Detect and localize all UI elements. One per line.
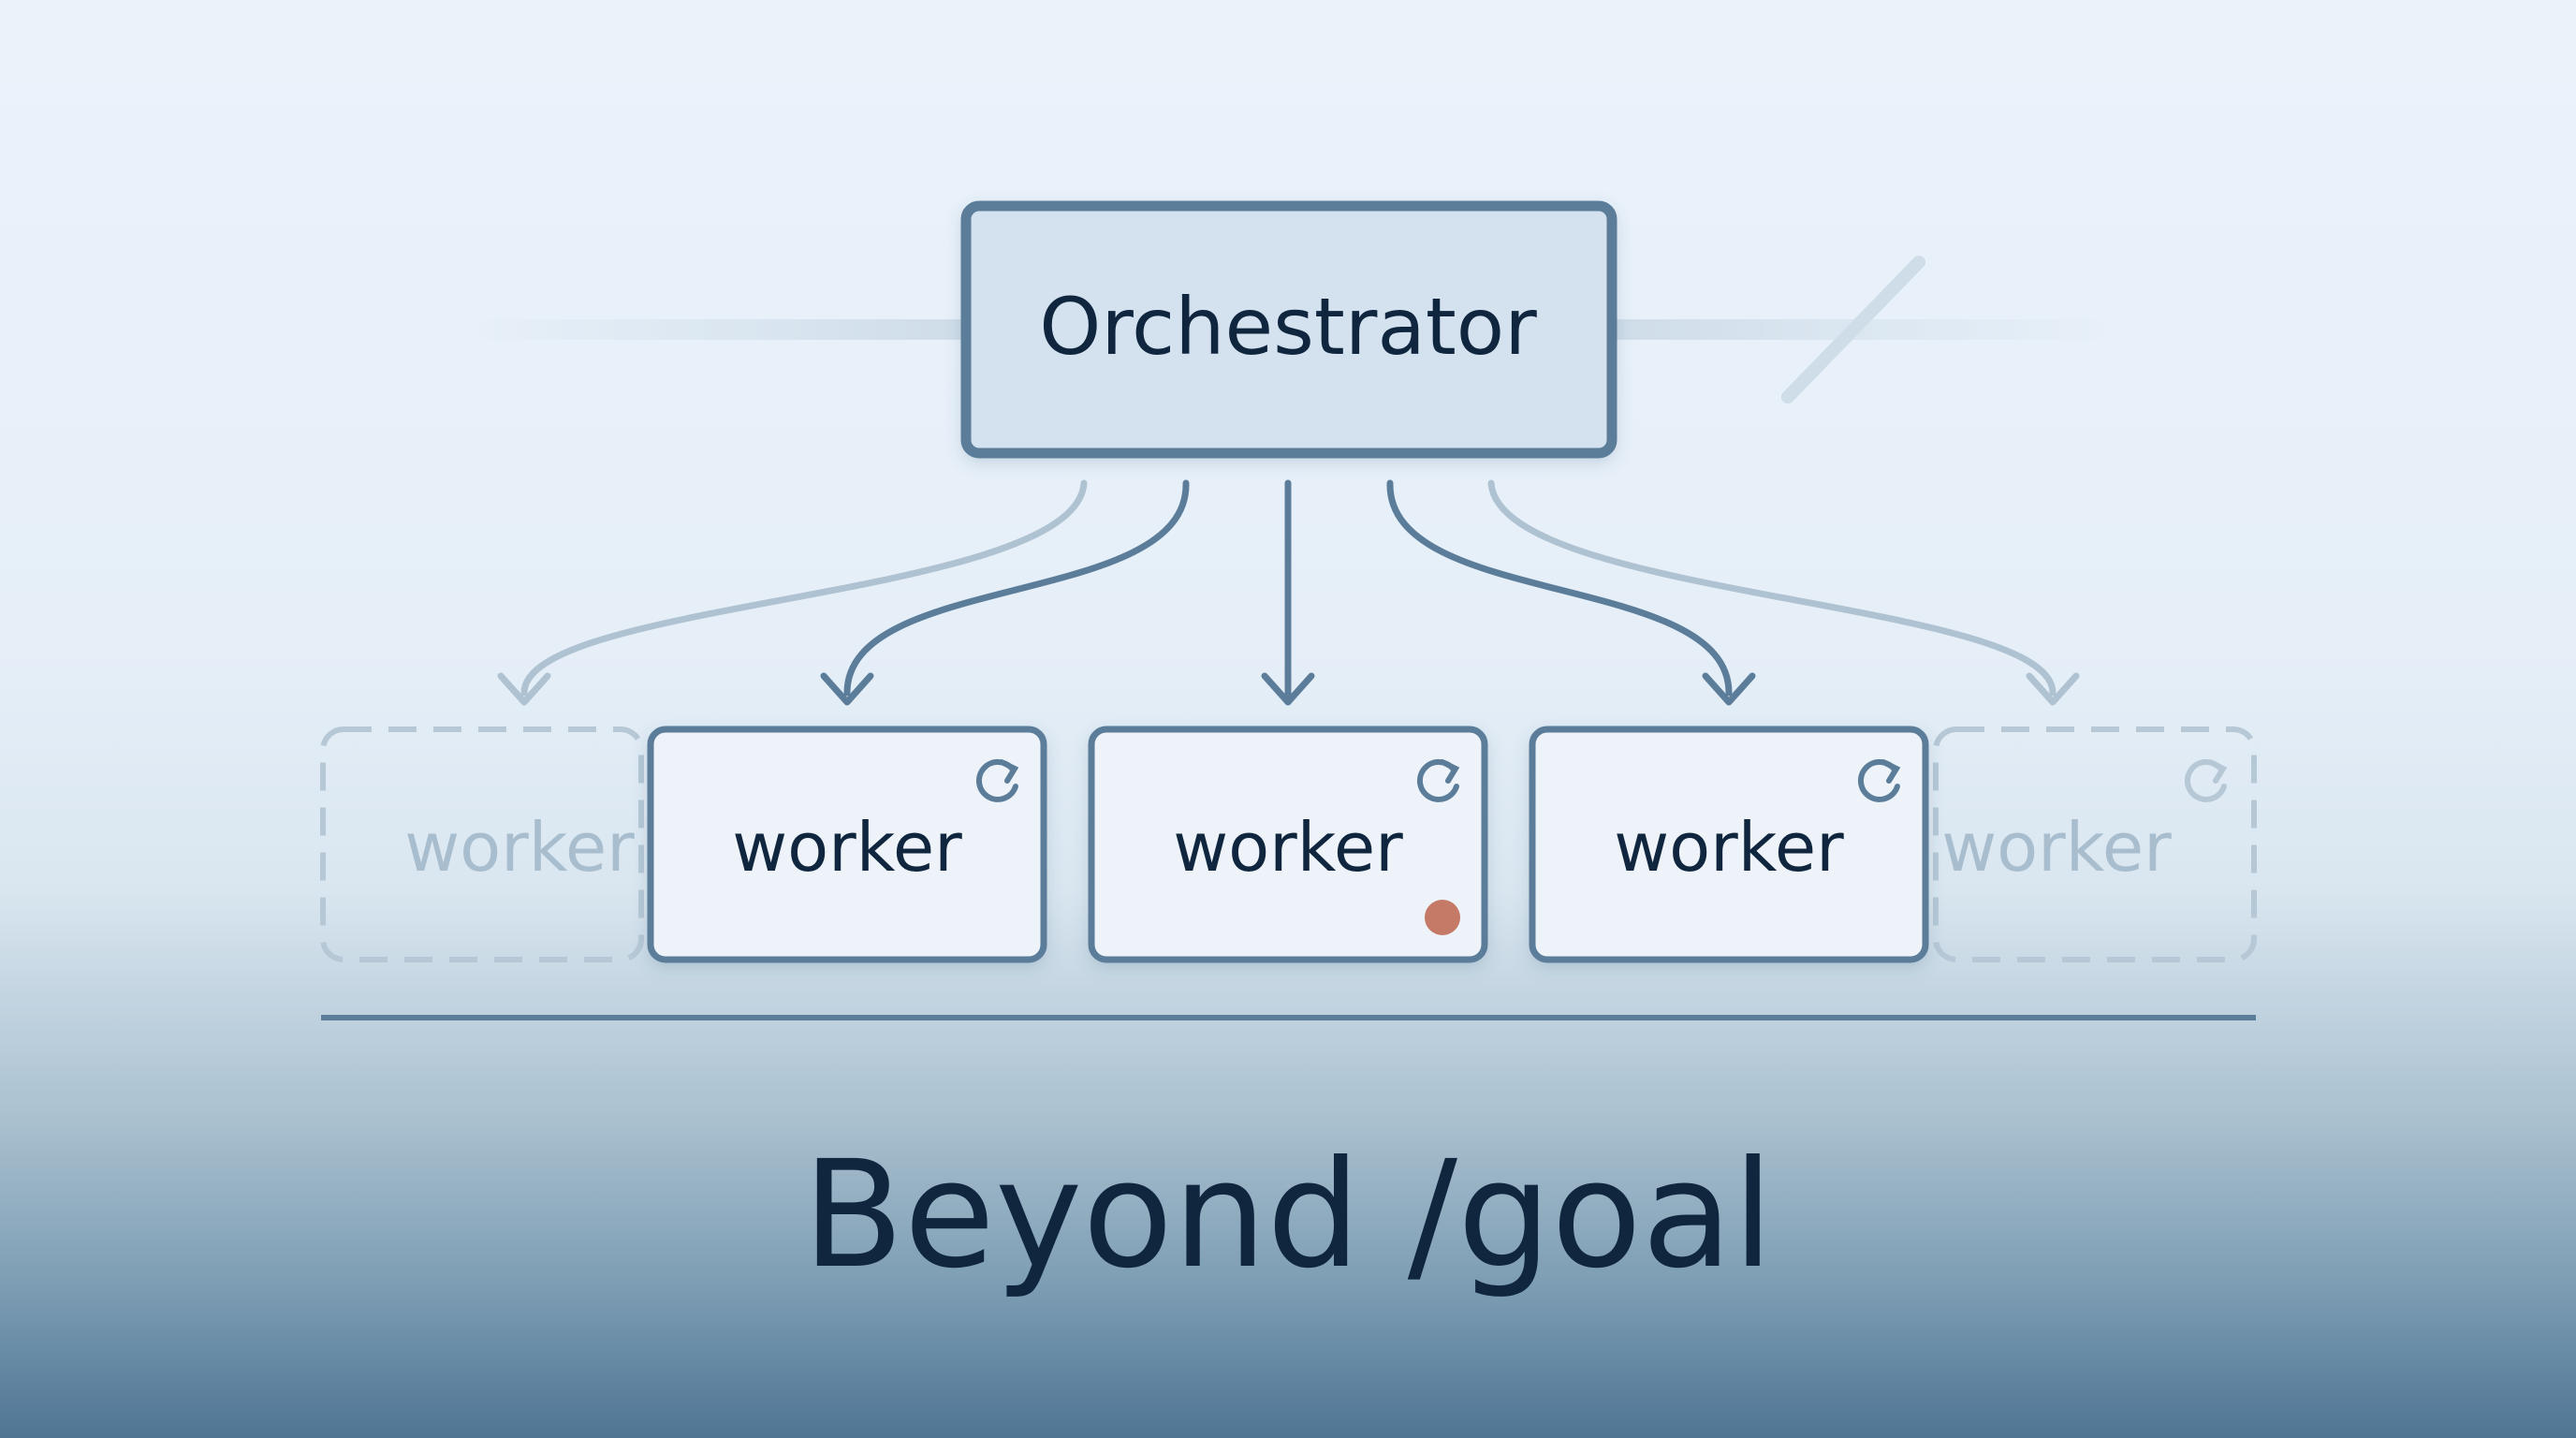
worker-1-box: [647, 726, 1047, 963]
ghost-worker-right-label: worker: [1941, 808, 2172, 887]
arrow-to-ghost-worker-left: [520, 479, 1088, 697]
worker-3-box: [1529, 726, 1929, 963]
arrow-to-worker-1: [843, 479, 1190, 697]
refresh-icon: [1857, 758, 1901, 802]
refresh-icon: [975, 758, 1019, 802]
horizon-line-left: [468, 319, 964, 340]
page-title: Beyond /goal: [802, 1129, 1773, 1301]
ghost-worker-right-box: [1933, 726, 2257, 962]
ghost-worker-left-box: [320, 726, 644, 962]
refresh-icon: [1416, 758, 1460, 802]
blocked-slash: [1781, 256, 1925, 404]
worker-1-label: worker: [732, 808, 962, 887]
arrowhead-worker-2: [1261, 672, 1315, 706]
orchestrator-node: [960, 200, 1617, 459]
worker-3-label: worker: [1614, 808, 1844, 887]
ghost-worker-left-label: worker: [404, 808, 635, 887]
arrowhead-ghost-right: [2026, 672, 2080, 706]
worker-2-box: [1088, 726, 1488, 963]
arrowhead-ghost-left: [497, 672, 551, 706]
orchestrator-label: Orchestrator: [1039, 281, 1537, 373]
arrow-to-worker-3: [1386, 479, 1733, 697]
arrowhead-worker-3: [1702, 672, 1756, 706]
arrow-to-ghost-worker-right: [1487, 479, 2056, 697]
worker-2-label: worker: [1173, 808, 1403, 887]
arrowhead-worker-1: [820, 672, 874, 706]
horizon-line-right: [1610, 319, 2115, 340]
status-dot: [1425, 900, 1460, 935]
refresh-icon: [2184, 758, 2228, 802]
